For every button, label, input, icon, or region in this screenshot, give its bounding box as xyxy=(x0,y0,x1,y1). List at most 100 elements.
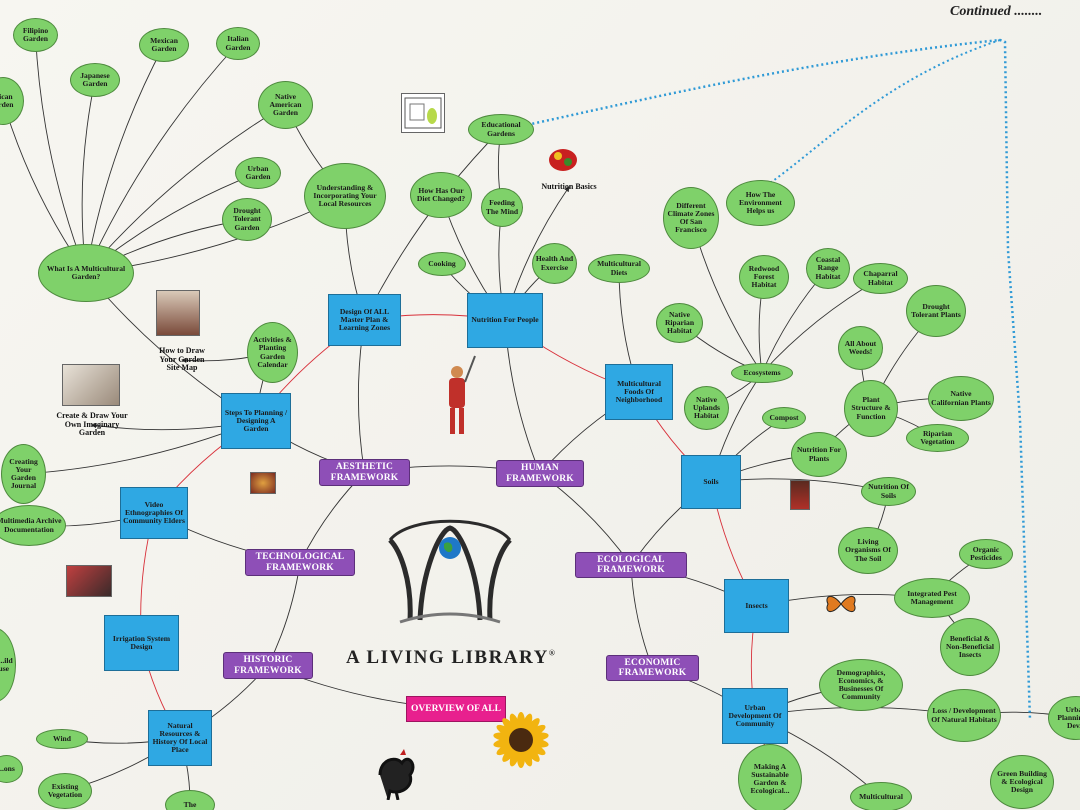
leaf-node-wind: Wind xyxy=(36,729,88,749)
mariachi-figure-illustration xyxy=(437,352,481,442)
dotted-link-climate xyxy=(759,39,1001,191)
topic-node-steps-label: Steps To Planning / Designing A Garden xyxy=(224,407,288,434)
leaf-node-archive-label: Multimedia Archive Documentation xyxy=(0,516,62,534)
link-multigarden-nativeam xyxy=(85,104,287,274)
leaf-node-natcal: Native Californian Plants xyxy=(928,376,994,421)
topic-node-video-label: Video Ethnographies Of Community Elders xyxy=(123,499,185,526)
caption-nutbasics: Nutrition Basics xyxy=(538,176,600,198)
leaf-node-organicpest-label: Organic Pesticides xyxy=(970,544,1002,562)
leaf-node-japanese: Japanese Garden xyxy=(70,63,120,97)
rooster-illustration xyxy=(370,745,420,801)
leaf-node-compost-label: Compost xyxy=(769,412,799,422)
framework-node-aesthetic-label: AESTHETIC FRAMEWORK xyxy=(330,462,399,483)
rooster-icon xyxy=(378,749,415,801)
leaf-node-drought2: Drought Tolerant Plants xyxy=(906,285,966,337)
leaf-node-multidiets: Multicultural Diets xyxy=(588,254,650,283)
leaf-node-redwood-label: Redwood Forest Habitat xyxy=(748,263,780,290)
leaf-node-uplands: Native Uplands Habitat xyxy=(684,386,729,430)
leaf-node-chaparral-label: Chaparral Habitat xyxy=(863,269,898,287)
leaf-node-wind-label: Wind xyxy=(52,733,71,743)
mandala-thumbnail xyxy=(250,472,276,494)
person-icon xyxy=(449,355,476,434)
leaf-node-filipino-label: Filipino Garden xyxy=(22,25,49,43)
leaf-node-greenbuild: Green Building & Ecological Design xyxy=(990,755,1054,809)
leaf-node-understanding: Understanding & Incorporating Your Local… xyxy=(304,163,386,229)
leaf-node-organisms-label: Living Organisms Of The Soil xyxy=(845,537,891,563)
leaf-node-beneficial: Beneficial & Non-Beneficial Insects xyxy=(940,618,1000,676)
leaf-node-activities-label: Activities & Planting Garden Calendar xyxy=(253,335,292,369)
leaf-node-ipm-label: Integrated Pest Management xyxy=(907,588,957,606)
sunflower-illustration xyxy=(493,712,549,768)
leaf-node-demographics: Demographics, Economics, & Businesses Of… xyxy=(819,659,903,711)
topic-node-multifoods-label: Multicultural Foods Of Neighborhood xyxy=(615,378,663,405)
leaf-node-cooking-label: Cooking xyxy=(428,258,456,268)
leaf-node-sustainable: Making A Sustainable Garden & Ecological… xyxy=(738,744,802,810)
leaf-node-existveg: Existing Vegetation xyxy=(38,773,92,809)
leaf-node-demographics-label: Demographics, Economics, & Businesses Of… xyxy=(836,667,886,702)
leaf-node-sustainable-label: Making A Sustainable Garden & Ecological… xyxy=(750,761,790,796)
leaf-node-nutsoils-label: Nutrition Of Soils xyxy=(868,482,909,500)
leaf-node-organisms: Living Organisms Of The Soil xyxy=(838,527,898,574)
leaf-node-italian-label: Italian Garden xyxy=(225,34,251,52)
overview-node-overview: OVERVIEW OF ALL xyxy=(406,696,506,722)
leaf-node-riparian-label: Native Riparian Habitat xyxy=(664,309,695,336)
leaf-node-existveg-label: Existing Vegetation xyxy=(47,781,83,799)
leaf-node-greenbuild-label: Green Building & Ecological Design xyxy=(997,768,1047,795)
soil-sample-thumbnail xyxy=(790,480,810,510)
leaf-node-diet: How Has Our Diet Changed? xyxy=(410,172,472,218)
leaf-node-envhelps-label: How The Environment Helps us xyxy=(739,189,782,216)
leaf-node-multigarden: What Is A Multicultural Garden? xyxy=(38,244,134,302)
leaf-node-urbangarden-label: Urban Garden xyxy=(245,163,271,181)
topic-node-irrigation-label: Irrigation System Design xyxy=(112,633,171,651)
leaf-node-ecosystems-label: Ecosystems xyxy=(743,367,781,377)
topic-node-nutrition: Nutrition For People xyxy=(467,293,543,348)
leaf-node-diet-label: How Has Our Diet Changed? xyxy=(416,185,466,203)
framework-node-economic-label: ECONOMIC FRAMEWORK xyxy=(618,657,687,678)
caption-drawsite: How to Draw Your Garden Site Map xyxy=(158,342,206,378)
leaf-node-feeding: Feeding The Mind xyxy=(481,188,523,227)
leaf-node-nutplants: Nutrition For Plants xyxy=(791,432,847,477)
leaf-node-coastal: Coastal Range Habitat xyxy=(806,248,850,289)
leaf-node-ipm: Integrated Pest Management xyxy=(894,578,970,618)
site-map-photo xyxy=(156,290,200,336)
leaf-node-plantstruct-label: Plant Structure & Function xyxy=(851,395,891,421)
caption-drawsite-label: How to Draw Your Garden Site Map xyxy=(159,346,205,373)
topic-node-soils-label: Soils xyxy=(703,476,719,486)
butterfly-icon xyxy=(826,596,856,612)
framework-node-technological: TECHNOLOGICAL FRAMEWORK xyxy=(245,549,355,576)
leaf-node-nativeam: Native American Garden xyxy=(258,81,313,129)
leaf-node-urbangarden: Urban Garden xyxy=(235,157,281,189)
leaf-node-nativeam-label: Native American Garden xyxy=(269,91,302,118)
leaf-node-filipino: Filipino Garden xyxy=(13,18,58,52)
leaf-node-redwood: Redwood Forest Habitat xyxy=(739,255,789,299)
framework-node-ecological-label: ECOLOGICAL FRAMEWORK xyxy=(597,554,665,575)
leaf-node-understanding-label: Understanding & Incorporating Your Local… xyxy=(313,182,377,209)
topic-node-design-label: Design Of ALL Master Plan & Learning Zon… xyxy=(338,306,391,333)
link-economic-ecological xyxy=(628,564,653,669)
leaf-node-ripveg-label: Riparian Vegetation xyxy=(920,428,955,446)
leaf-node-urbplanr-label: Urban Planning & Dev... xyxy=(1057,704,1080,731)
leaf-node-multidiets-label: Multicultural Diets xyxy=(597,259,641,277)
topic-node-irrigation: Irrigation System Design xyxy=(104,615,179,671)
framework-node-historic-label: HISTORIC FRAMEWORK xyxy=(234,655,302,676)
leaf-node-leftw-label: ...w to ...ild ...n ...use xyxy=(0,655,13,673)
leaf-node-multicult2-label: Multicultural xyxy=(859,791,903,801)
leaf-node-weeds: All About Weeds! xyxy=(838,326,883,370)
vegetables-illustration xyxy=(546,144,580,174)
leaf-node-feeding-label: Feeding The Mind xyxy=(485,198,519,216)
leaf-node-beneficial-label: Beneficial & Non-Beneficial Insects xyxy=(945,633,995,660)
site-plan-icon xyxy=(404,97,442,129)
elders-video-photo xyxy=(66,565,112,597)
leaf-node-losshab-label: Loss / Development Of Natural Habitats xyxy=(931,706,997,724)
leaf-node-losshab: Loss / Development Of Natural Habitats xyxy=(927,689,1001,742)
leaf-node-leftons-label: ...ons xyxy=(0,763,15,773)
leaf-node-educational: Educational Gardens xyxy=(468,114,534,145)
leaf-node-multigarden-label: What Is A Multicultural Garden? xyxy=(46,263,126,281)
link-multigarden-italian xyxy=(85,42,239,274)
topic-node-insects-label: Insects xyxy=(745,600,768,610)
caption-drawimag: Create & Draw Your Own Imaginary Garden xyxy=(56,407,128,443)
framework-node-ecological: ECOLOGICAL FRAMEWORK xyxy=(575,552,687,578)
leaf-node-health-label: Health And Exercise xyxy=(535,254,574,272)
framework-node-historic: HISTORIC FRAMEWORK xyxy=(223,652,313,679)
topic-node-urbandev-label: Urban Development Of Community xyxy=(728,702,782,729)
